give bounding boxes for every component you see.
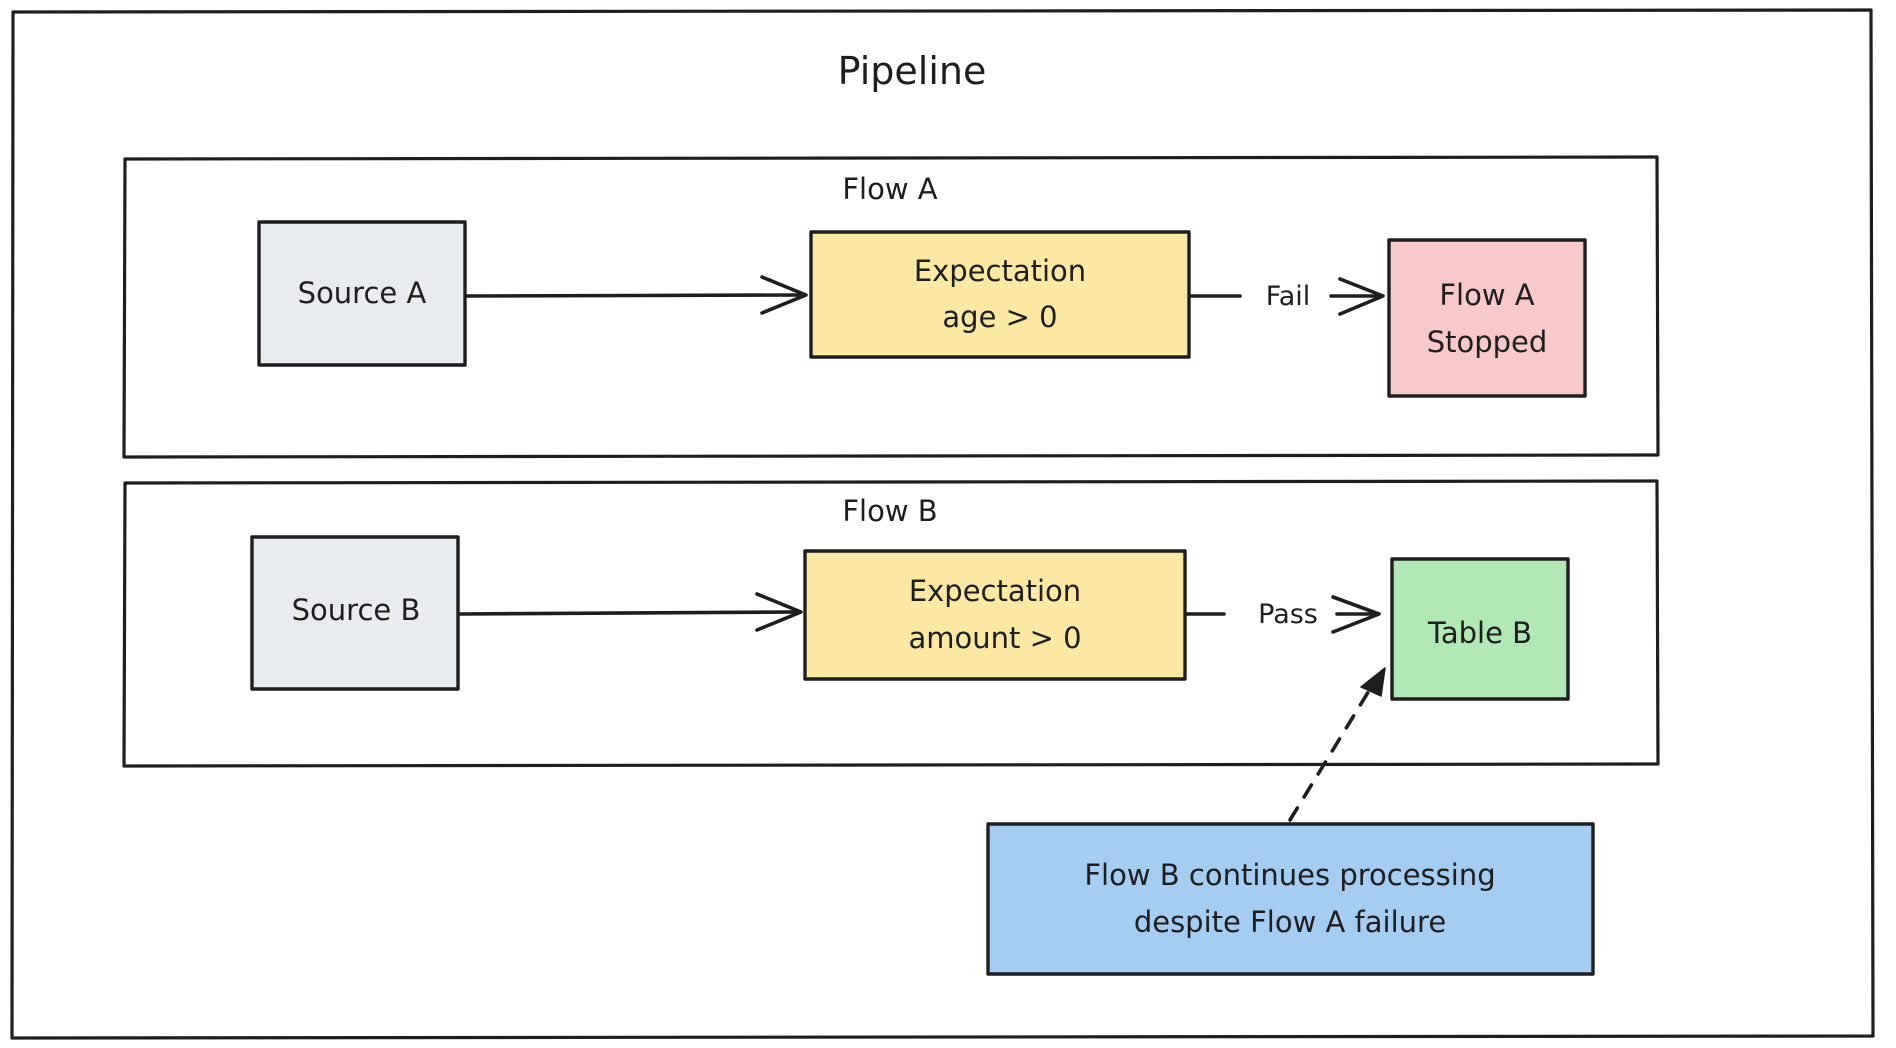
flow-b-title: Flow B <box>842 494 937 528</box>
node-source-b[interactable] <box>250 535 460 691</box>
arrowhead-icon <box>1338 277 1385 316</box>
node-table-b[interactable] <box>1390 557 1570 701</box>
node-source-a-label: Source A <box>298 276 427 310</box>
edge-label-pass: Pass <box>1258 599 1318 630</box>
node-expectation-a-label-line1: Expectation <box>914 254 1086 288</box>
node-source-a[interactable] <box>257 220 467 367</box>
note-box[interactable] <box>986 822 1595 976</box>
node-table-b-label: Table B <box>1427 616 1532 650</box>
arrowhead-icon <box>1360 667 1386 697</box>
flow-a-container <box>122 155 1660 459</box>
node-expectation-b-label-line2: amount > 0 <box>908 621 1081 655</box>
node-expectation-a[interactable] <box>809 230 1191 359</box>
page-title: Pipeline <box>838 49 987 93</box>
edge-label-fail: Fail <box>1266 281 1311 312</box>
arrowhead-icon <box>760 275 808 315</box>
node-expectation-a-label-line2: age > 0 <box>942 300 1057 334</box>
edge-source-a-to-expectation-a <box>464 293 802 298</box>
node-expectation-b-label-line1: Expectation <box>909 574 1081 608</box>
node-source-b-label: Source B <box>292 593 421 627</box>
node-flow-a-stopped-label-line1: Flow A <box>1439 278 1534 312</box>
note-label-line1: Flow B continues processing <box>1084 858 1495 892</box>
arrowhead-icon <box>1331 595 1381 634</box>
edge-note-to-table-b <box>1288 674 1380 822</box>
edge-source-b-to-expectation-b <box>457 610 797 616</box>
node-expectation-b[interactable] <box>803 549 1187 681</box>
pipeline-frame <box>10 8 1875 1040</box>
flow-a-title: Flow A <box>842 172 937 206</box>
node-flow-a-stopped-label-line2: Stopped <box>1427 325 1548 359</box>
node-flow-a-stopped[interactable] <box>1387 238 1587 398</box>
flow-b-container <box>122 479 1660 768</box>
arrowhead-icon <box>755 592 803 632</box>
note-label-line2: despite Flow A failure <box>1134 905 1446 939</box>
